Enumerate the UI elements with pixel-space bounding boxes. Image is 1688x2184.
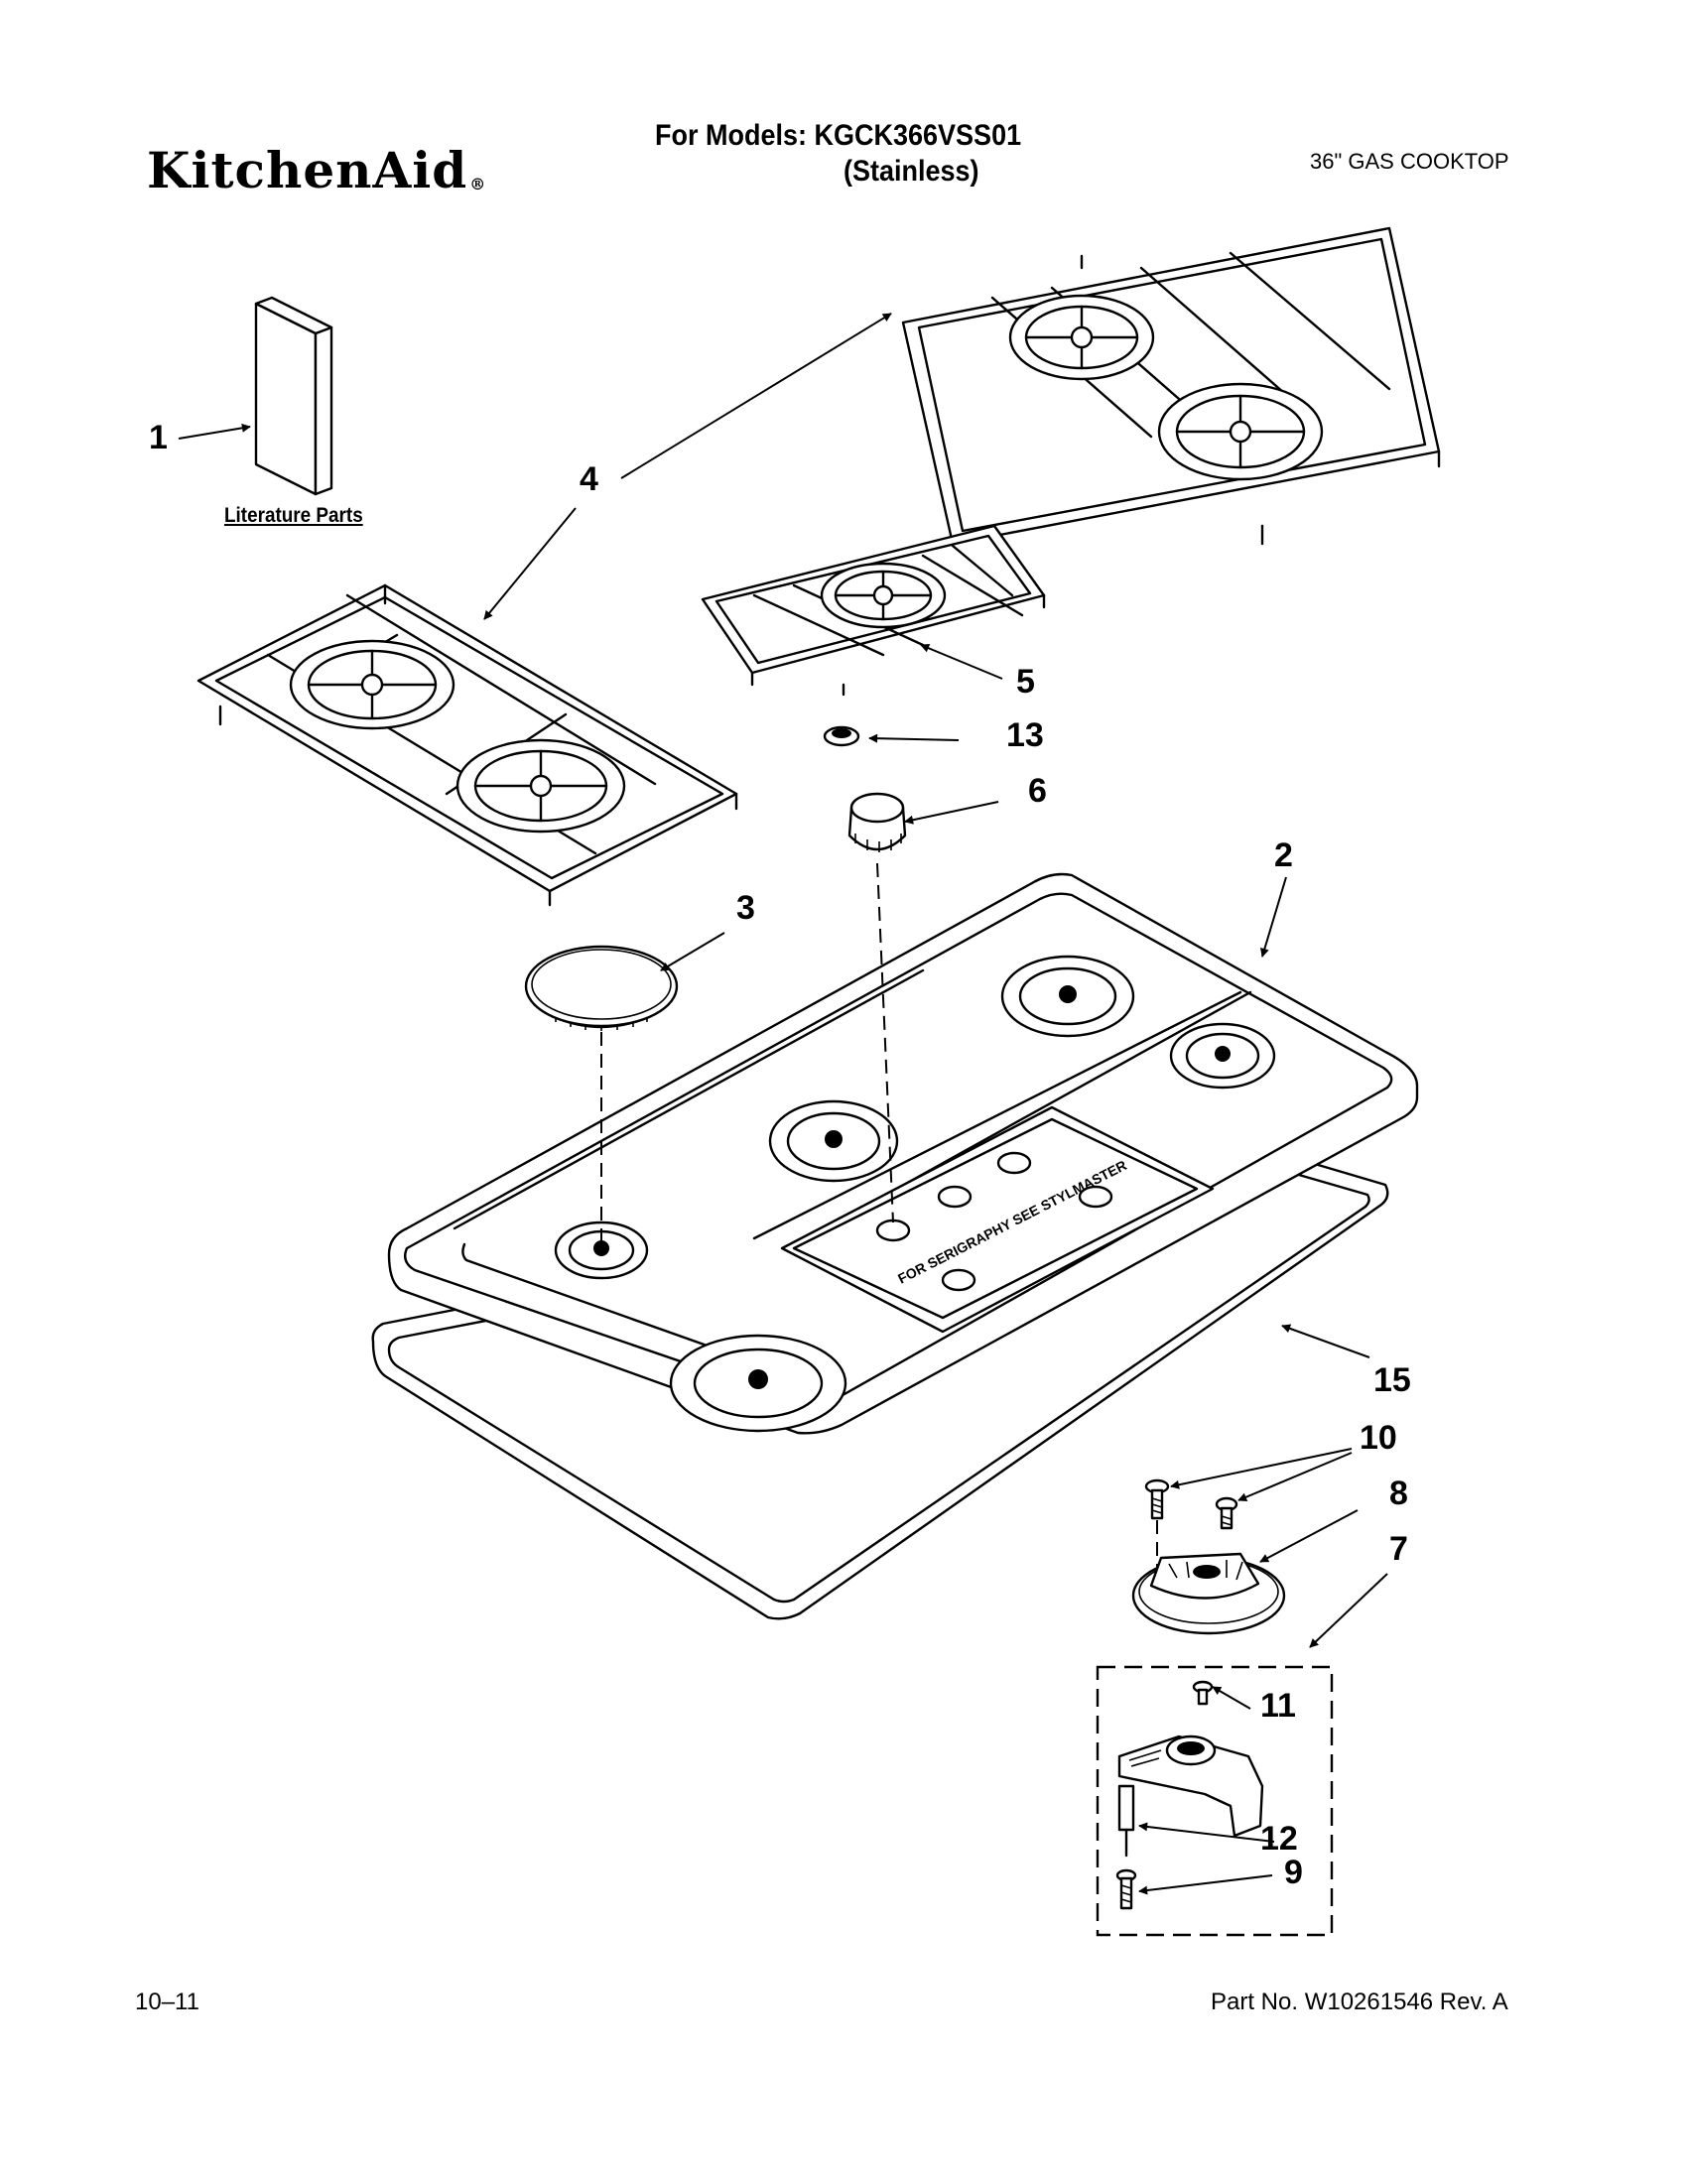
callout-11: 11 xyxy=(1260,1687,1296,1725)
leader-13 xyxy=(868,733,960,743)
leader-9 xyxy=(1138,1874,1273,1895)
brand-name: KitchenAid xyxy=(147,141,468,199)
callout-10: 10 xyxy=(1360,1419,1397,1457)
callout-2: 2 xyxy=(1274,836,1293,874)
grate-left xyxy=(196,583,738,907)
callout-8: 8 xyxy=(1389,1475,1408,1512)
leader-10b xyxy=(1237,1452,1353,1502)
registered-mark: ® xyxy=(469,175,487,193)
callout-3: 3 xyxy=(736,889,755,927)
models-line: For Models: KGCK366VSS01 xyxy=(655,119,1022,152)
igniter-screw xyxy=(1192,1680,1214,1706)
literature-booklet xyxy=(254,296,333,496)
literature-parts-label: Literature Parts xyxy=(224,504,363,527)
leader-8 xyxy=(1259,1509,1359,1563)
cooktop xyxy=(387,872,1419,1435)
callout-7: 7 xyxy=(1389,1530,1408,1568)
callout-12: 12 xyxy=(1260,1820,1298,1858)
screw-b xyxy=(1215,1496,1238,1530)
leader-15 xyxy=(1281,1324,1370,1358)
brand-logo: KitchenAid® xyxy=(147,141,486,199)
leader-7 xyxy=(1309,1573,1388,1648)
mounting-screw xyxy=(1115,1868,1137,1910)
burner-assembly-box xyxy=(1096,1665,1334,1937)
leader-1 xyxy=(178,423,251,440)
screw-a xyxy=(1144,1478,1170,1520)
grate-center xyxy=(701,524,1046,697)
leader-12 xyxy=(1138,1822,1275,1843)
leader-11 xyxy=(1212,1686,1251,1710)
finish-label: (Stainless) xyxy=(844,155,979,188)
callout-1: 1 xyxy=(149,419,168,456)
leader-5 xyxy=(920,643,1003,680)
grate-right xyxy=(901,226,1441,560)
leader-4-right xyxy=(620,313,892,479)
callout-15: 15 xyxy=(1373,1361,1411,1399)
callout-13: 13 xyxy=(1006,716,1044,754)
leader-6 xyxy=(904,801,999,825)
burner-valve xyxy=(1117,1734,1264,1838)
leader-3 xyxy=(660,932,725,971)
product-category: 36" GAS COOKTOP xyxy=(1310,149,1509,174)
burner-base xyxy=(1131,1552,1286,1635)
callout-9: 9 xyxy=(1284,1854,1303,1891)
leader-10a xyxy=(1170,1448,1353,1489)
spark-electrode xyxy=(1117,1784,1135,1858)
burner-cap xyxy=(524,945,679,1031)
control-knob xyxy=(847,792,907,852)
part-number: Part No. W10261546 Rev. A xyxy=(1211,1989,1508,2015)
revision-date: 10–11 xyxy=(135,1989,199,2015)
leader-4-left xyxy=(483,507,577,620)
callout-6: 6 xyxy=(1028,772,1047,810)
leader-2 xyxy=(1260,876,1287,958)
callout-4: 4 xyxy=(580,460,598,498)
align-line-knob xyxy=(876,862,894,1223)
rubber-foot xyxy=(823,725,860,747)
callout-5: 5 xyxy=(1016,663,1035,701)
